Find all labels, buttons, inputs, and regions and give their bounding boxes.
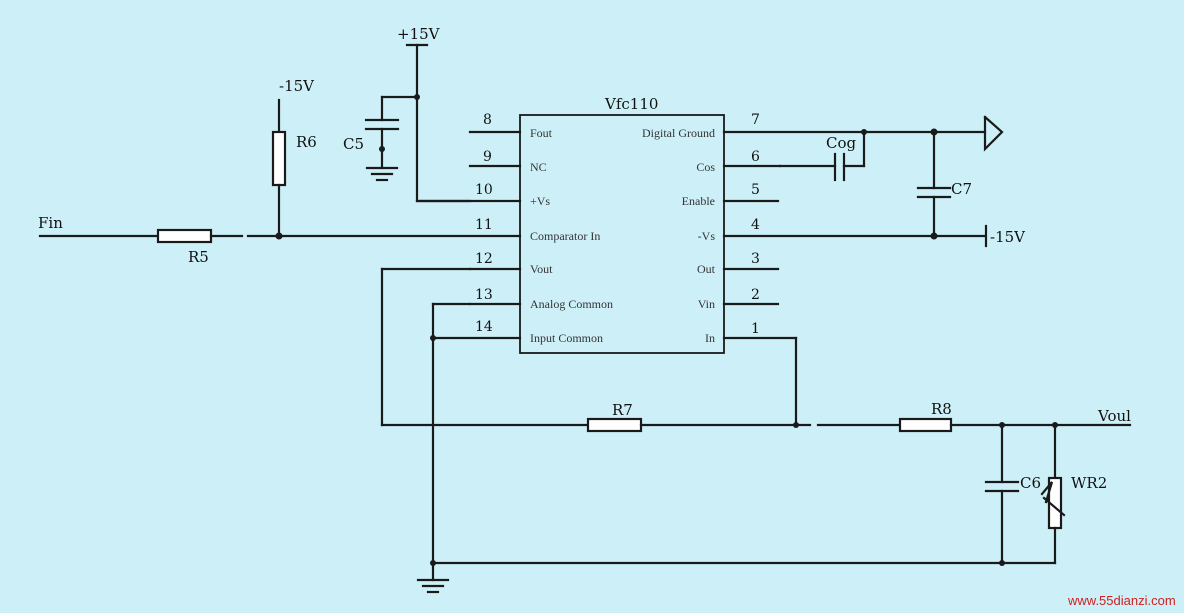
c7-label: C7 — [951, 180, 972, 198]
wr2-label: WR2 — [1071, 474, 1107, 492]
ic-right-pins: 7 6 5 4 3 2 1 Digital Ground Cos Enable … — [642, 112, 987, 345]
pin-7-number: 7 — [751, 112, 760, 128]
c5-label: C5 — [343, 135, 364, 153]
c6-label: C6 — [1020, 474, 1041, 492]
digital-ground-icon — [983, 115, 1004, 152]
pin-12-label: Vout — [530, 262, 553, 276]
cog-label: Cog — [826, 134, 857, 152]
pin-6-number: 6 — [751, 149, 760, 165]
pin-11-label: Comparator In — [530, 229, 600, 243]
pin-9-label: NC — [530, 160, 547, 174]
pin-14-label: Input Common — [530, 331, 603, 345]
pin-12-number: 12 — [475, 251, 493, 267]
pin-10-number: 10 — [475, 182, 493, 198]
r8-label: R8 — [931, 400, 952, 418]
r6-junction — [275, 232, 283, 240]
pin-4-label: -Vs — [698, 229, 716, 243]
ic-body — [519, 114, 725, 354]
pin-3-number: 3 — [751, 251, 760, 267]
fin-label: Fin — [38, 214, 63, 232]
pin-13-label: Analog Common — [530, 297, 613, 311]
r7-resistor — [586, 417, 643, 433]
pin-2-label: Vin — [698, 297, 715, 311]
pin-8-label: Fout — [530, 126, 553, 140]
watermark: www.55dianzi.com — [1067, 593, 1176, 608]
pin-4-number: 4 — [751, 217, 760, 233]
pin-6-label: Cos — [696, 160, 715, 174]
ic-name: Vfc110 — [604, 95, 658, 113]
pin-2-number: 2 — [751, 287, 760, 303]
r6-resistor — [271, 130, 287, 187]
pin-10-label: +Vs — [530, 194, 550, 208]
cog-junction — [861, 129, 867, 135]
r5-resistor — [156, 228, 213, 244]
r6-label: R6 — [296, 133, 317, 151]
pin-1-number: 1 — [751, 321, 760, 337]
pin-5-number: 5 — [751, 182, 760, 198]
r5-label: R5 — [188, 248, 209, 266]
ground-junction-left — [430, 560, 436, 566]
pin-8-number: 8 — [483, 112, 492, 128]
pin-5-label: Enable — [682, 194, 715, 208]
r8-resistor — [898, 417, 953, 433]
pin-1-label: In — [705, 331, 715, 345]
pin-3-label: Out — [697, 262, 716, 276]
vout-label: Voul — [1097, 407, 1131, 425]
pin-11-number: 11 — [475, 217, 493, 233]
pin-14-number: 14 — [475, 319, 493, 335]
ic-left-pins: 8 9 10 11 12 13 14 Fout NC +Vs Comparato… — [246, 112, 613, 345]
pin1-junction — [793, 422, 799, 428]
pin-9-number: 9 — [483, 149, 492, 165]
wr2-arrow-head — [1040, 481, 1054, 504]
r6-supply-label: -15V — [279, 77, 315, 95]
c7-bottom-junction — [930, 232, 938, 240]
r7-label: R7 — [612, 401, 633, 419]
pin14-junction — [430, 335, 436, 341]
pin-7-label: Digital Ground — [642, 126, 715, 140]
ground-junction-c6 — [999, 560, 1005, 566]
c5-bottom-junction — [379, 146, 385, 152]
pin-13-number: 13 — [475, 287, 493, 303]
neg15-right-label: -15V — [990, 228, 1026, 246]
pos15-label: +15V — [397, 25, 441, 43]
